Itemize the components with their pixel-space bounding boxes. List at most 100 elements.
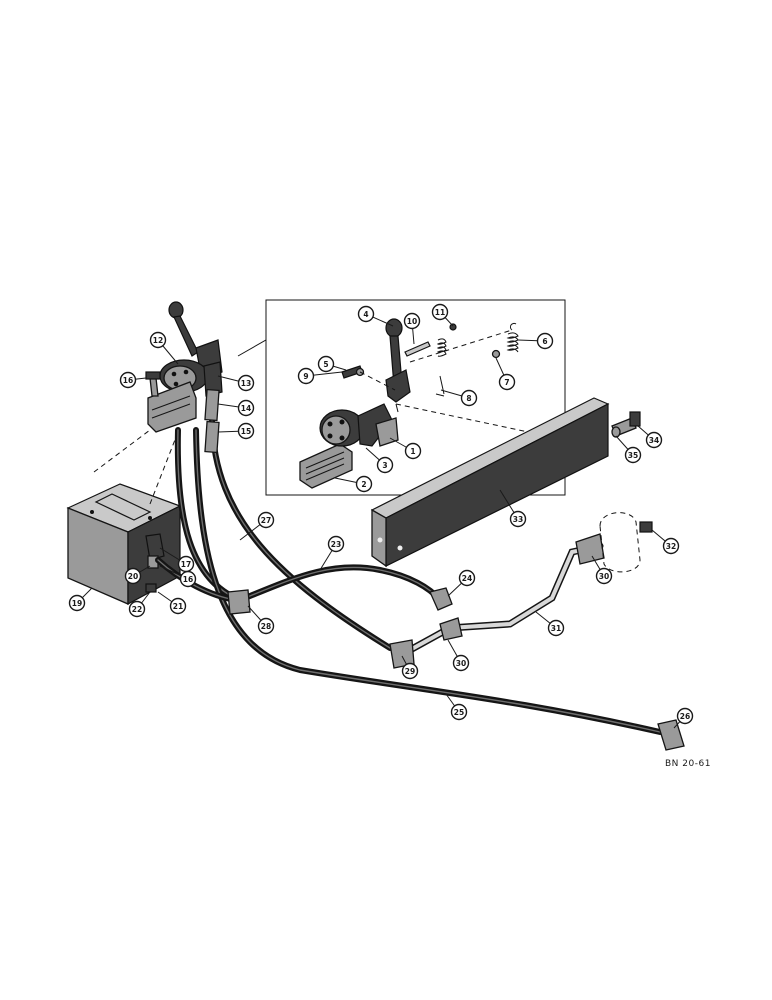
inset-spring-upper bbox=[436, 338, 447, 357]
callout-circle bbox=[403, 312, 421, 330]
callout-number: 16 bbox=[123, 376, 133, 385]
callout-number: 13 bbox=[241, 379, 251, 388]
callout-28: 28 bbox=[247, 605, 275, 635]
callout-circle bbox=[257, 617, 275, 635]
callout-circle bbox=[169, 597, 187, 615]
callout-circle bbox=[237, 422, 255, 440]
callout-14: 14 bbox=[217, 399, 255, 417]
callout-circle bbox=[509, 510, 527, 528]
callout-30: 30 bbox=[591, 555, 613, 585]
callout-number: 19 bbox=[72, 599, 82, 608]
callout-number: 30 bbox=[599, 572, 609, 581]
callout-number: 28 bbox=[261, 622, 271, 631]
callout-number: 9 bbox=[303, 372, 308, 381]
callout-circle bbox=[460, 389, 478, 407]
callout-number: 24 bbox=[462, 574, 472, 583]
callout-16: 16 bbox=[119, 371, 147, 389]
callout-number: 3 bbox=[382, 461, 387, 470]
callout-circle bbox=[547, 619, 565, 637]
callout-number: 27 bbox=[261, 516, 271, 525]
callout-circle bbox=[536, 332, 554, 350]
callout-circle bbox=[297, 367, 315, 385]
callout-4: 4 bbox=[357, 305, 394, 327]
callout-16: 16 bbox=[159, 565, 197, 588]
callout-number: 12 bbox=[153, 336, 163, 345]
callout-circle bbox=[327, 535, 345, 553]
callout-number: 11 bbox=[435, 308, 445, 317]
callout-circle bbox=[257, 511, 275, 529]
mounting-box bbox=[66, 429, 182, 606]
callout-11: 11 bbox=[431, 303, 454, 327]
callout-3: 3 bbox=[365, 447, 394, 474]
callout-15: 15 bbox=[217, 422, 255, 440]
callout-circle bbox=[676, 707, 694, 725]
callout-circle bbox=[128, 600, 146, 618]
callout-number: 34 bbox=[649, 436, 659, 445]
callout-number: 4 bbox=[363, 310, 368, 319]
callout-circle bbox=[452, 654, 470, 672]
callout-23: 23 bbox=[319, 535, 345, 571]
callout-number: 6 bbox=[542, 337, 547, 346]
callout-5: 5 bbox=[317, 355, 347, 373]
callout-circle bbox=[431, 303, 449, 321]
callout-number: 5 bbox=[323, 360, 328, 369]
inset-valve-body bbox=[319, 403, 399, 447]
callout-circle bbox=[237, 399, 255, 417]
callout-number: 16 bbox=[183, 575, 193, 584]
callout-number: 2 bbox=[361, 480, 366, 489]
callout-number: 25 bbox=[454, 708, 464, 717]
callout-33: 33 bbox=[499, 489, 527, 528]
callout-25: 25 bbox=[445, 693, 468, 721]
callout-8: 8 bbox=[440, 389, 478, 407]
callout-circle bbox=[404, 442, 422, 460]
callout-circle bbox=[662, 537, 680, 555]
hydraulic-pipe bbox=[389, 512, 653, 669]
callout-number: 32 bbox=[666, 542, 676, 551]
callout-10: 10 bbox=[403, 312, 421, 345]
callout-31: 31 bbox=[535, 611, 565, 637]
callout-number: 17 bbox=[181, 560, 191, 569]
callout-number: 35 bbox=[628, 451, 638, 460]
callout-number: 33 bbox=[513, 515, 523, 524]
callout-number: 23 bbox=[331, 540, 341, 549]
callout-circle bbox=[376, 456, 394, 474]
callout-12: 12 bbox=[149, 331, 179, 365]
callout-circle bbox=[355, 475, 373, 493]
callout-number: 29 bbox=[405, 667, 415, 676]
inset-spring-right bbox=[506, 322, 519, 353]
callout-circle bbox=[119, 371, 137, 389]
callout-circle bbox=[595, 567, 613, 585]
callout-circle bbox=[645, 431, 663, 449]
callout-20: 20 bbox=[124, 565, 151, 585]
callout-circle bbox=[624, 446, 642, 464]
callout-circle bbox=[498, 373, 516, 391]
callout-circle bbox=[357, 305, 375, 323]
callout-29: 29 bbox=[401, 655, 419, 680]
callout-circle bbox=[317, 355, 335, 373]
callout-number: 22 bbox=[132, 605, 142, 614]
callout-21: 21 bbox=[157, 591, 187, 615]
callout-6: 6 bbox=[517, 332, 554, 350]
callout-24: 24 bbox=[447, 569, 476, 597]
callout-7: 7 bbox=[495, 357, 516, 391]
callout-32: 32 bbox=[651, 529, 680, 555]
callout-circle bbox=[149, 331, 167, 349]
callout-35: 35 bbox=[615, 435, 642, 464]
callout-circle bbox=[177, 555, 195, 573]
callout-13: 13 bbox=[217, 374, 255, 392]
callout-19: 19 bbox=[68, 587, 93, 612]
callout-number: 14 bbox=[241, 404, 251, 413]
callout-circle bbox=[458, 569, 476, 587]
callout-number: 15 bbox=[241, 427, 251, 436]
callout-number: 1 bbox=[410, 447, 415, 456]
callout-number: 26 bbox=[680, 712, 690, 721]
callout-number: 30 bbox=[456, 659, 466, 668]
callout-number: 20 bbox=[128, 572, 138, 581]
callout-1: 1 bbox=[389, 437, 422, 460]
callout-17: 17 bbox=[159, 547, 195, 573]
callout-9: 9 bbox=[297, 367, 343, 385]
callout-number: 21 bbox=[173, 602, 183, 611]
hydraulic-hoses bbox=[155, 417, 663, 735]
callout-30: 30 bbox=[447, 639, 470, 672]
control-valve-assembly bbox=[145, 301, 223, 433]
